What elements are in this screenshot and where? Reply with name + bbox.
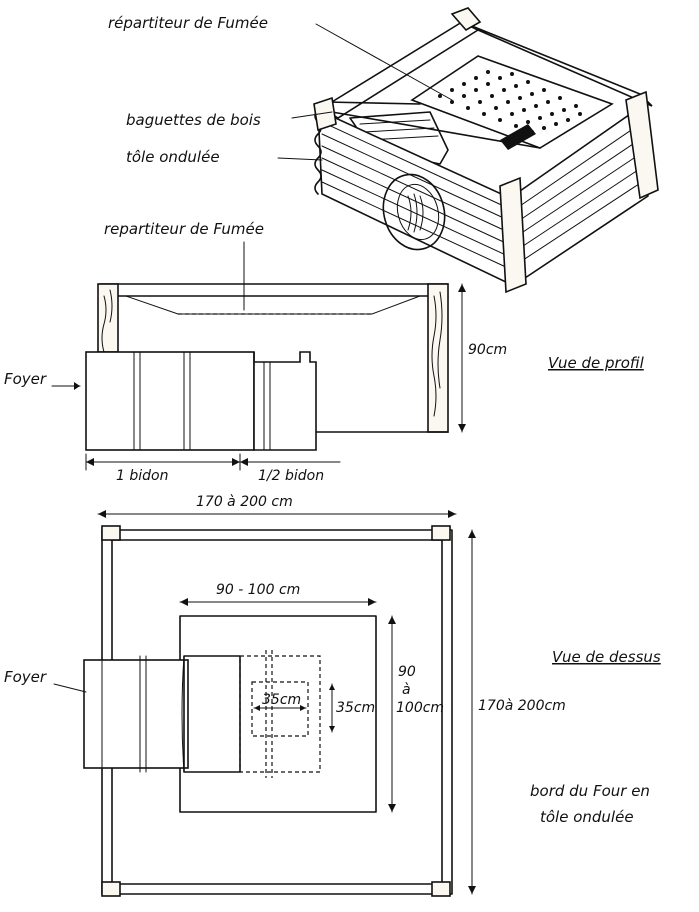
label-inner-height-c: 100cm (396, 700, 444, 716)
top-corner-post (431, 881, 451, 897)
label-baguettes: baguettes de bois (126, 111, 261, 129)
iso-left-post (313, 96, 337, 132)
iso-back-right-wall (461, 21, 653, 107)
label-dim-35h: 35cm (336, 700, 375, 716)
top-corner-post (101, 525, 121, 541)
label-dim-35w: 35cm (262, 692, 301, 708)
label-bord-1: bord du Four en (530, 782, 650, 800)
top-drum-inside (183, 655, 241, 773)
label-foyer-profile: Foyer (4, 370, 47, 388)
label-bord-2: tôle ondulée (540, 808, 634, 826)
profile-drum-half (253, 351, 317, 451)
top-view: 170 à 200 cm 90 - 100 cm 90 à 100cm (4, 494, 661, 897)
top-drum-outside (83, 659, 189, 769)
iso-vent-slot (500, 124, 536, 150)
label-inner-width: 90 - 100 cm (216, 582, 300, 598)
iso-wooden-stick (325, 101, 421, 105)
top-chimney-opening (251, 681, 309, 737)
iso-wooden-stick (331, 111, 541, 149)
top-corner-post (431, 525, 451, 541)
label-bidon-1: 1 bidon (116, 468, 168, 484)
profile-smoke-distributor (125, 295, 421, 315)
iso-front-post (499, 176, 527, 294)
label-foyer-top: Foyer (4, 668, 47, 686)
iso-perforations (438, 70, 582, 134)
label-inner-height-b: à (402, 682, 411, 698)
label-height-90: 90cm (468, 342, 507, 358)
top-corner-post (101, 881, 121, 897)
profile-left-post (97, 283, 119, 353)
iso-drum-opening (382, 173, 446, 251)
label-vue-profil: Vue de profil (548, 354, 645, 372)
iso-front-left-wall (317, 108, 511, 286)
iso-smoke-distributor (410, 55, 614, 149)
label-width-total: 170 à 200 cm (196, 494, 293, 510)
label-repartiteur-profile: repartiteur de Fumée (104, 220, 264, 238)
label-inner-height-a: 90 (398, 664, 416, 680)
iso-back-post (450, 7, 482, 32)
label-tole: tôle ondulée (126, 148, 220, 166)
label-outer-height: 170à 200cm (478, 698, 566, 714)
iso-corrugation-lines (321, 121, 509, 269)
profile-drum-full (85, 351, 255, 451)
label-vue-dessus: Vue de dessus (552, 648, 661, 666)
label-bidon-half: 1/2 bidon (258, 468, 324, 484)
isometric-view: répartiteur de Fumée baguettes de bois t… (108, 7, 659, 294)
label-repartiteur-top: répartiteur de Fumée (108, 14, 268, 32)
profile-view: repartiteur de Fumée Foyer 90cm Vue de p… (4, 220, 645, 484)
iso-right-post (625, 90, 659, 200)
